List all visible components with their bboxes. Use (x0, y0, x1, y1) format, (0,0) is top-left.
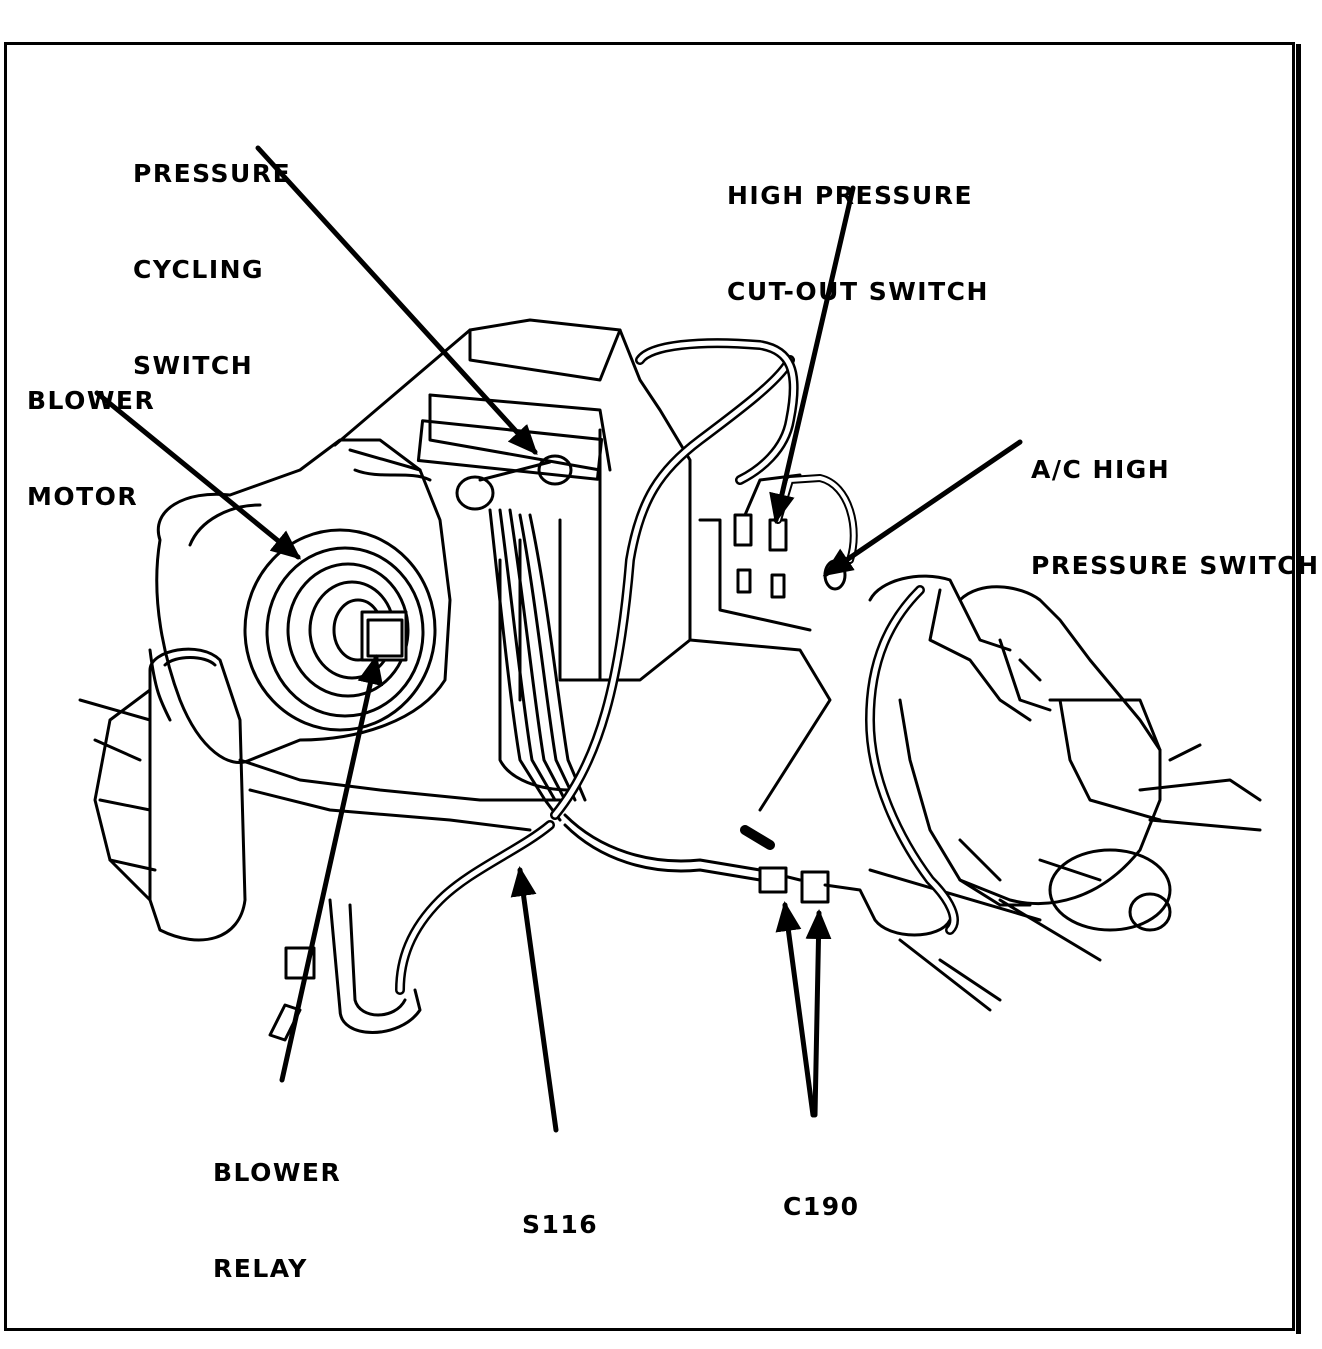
label-pressure-cycling-switch: PRESSURE CYCLING SWITCH (133, 94, 291, 446)
label-line: MOTOR (27, 482, 139, 511)
engine-pulley (1048, 848, 1172, 932)
blower-motor-outer-ring (243, 528, 437, 732)
c190-connector-left (758, 866, 788, 894)
arrow-c190-left (775, 901, 816, 1118)
fitting-left (455, 475, 495, 511)
leader-arrows (94, 145, 1023, 1133)
reservoir (148, 647, 247, 942)
arrow-s116 (510, 866, 559, 1133)
label-line: HIGH PRESSURE (727, 181, 974, 210)
label-line: S116 (522, 1210, 599, 1239)
arrow-ac-high-pressure-switch (822, 439, 1023, 577)
pressure-cycling-switch-body (537, 454, 573, 486)
label-line: PRESSURE (133, 159, 292, 188)
label-s116: S116 (522, 1145, 598, 1305)
arrow-high-pressure-cutout-switch (769, 185, 856, 524)
label-line: BLOWER (213, 1158, 342, 1187)
motor-terminal (366, 618, 404, 658)
blower-housing (155, 438, 452, 764)
label-line: BLOWER (27, 386, 156, 415)
arrow-c190-right (805, 909, 832, 1118)
engine-manifold (868, 574, 1162, 905)
label-high-pressure-cutout-switch: HIGH PRESSURE CUT-OUT SWITCH (727, 116, 989, 372)
high-pressure-cutout-switch-b (768, 518, 788, 552)
label-blower-relay: BLOWER RELAY (213, 1093, 341, 1349)
label-line: CYCLING (133, 255, 265, 284)
label-c190: C190 (783, 1127, 860, 1287)
frame-shadow (1296, 44, 1301, 1334)
high-pressure-cutout-switch-a (733, 513, 753, 547)
label-line: C190 (783, 1192, 860, 1221)
label-line: RELAY (213, 1254, 308, 1283)
arrow-blower-motor (94, 390, 302, 560)
label-blower-motor: BLOWER MOTOR (27, 321, 155, 577)
c190-connector-right (800, 870, 830, 904)
label-ac-high-pressure-switch: A/C HIGH PRESSURE SWITCH (1031, 390, 1320, 646)
arrow-pressure-cycling-switch (255, 145, 538, 455)
harness-trunk (488, 508, 562, 822)
diagram-frame (4, 42, 1295, 1331)
evaporator-case (333, 318, 692, 682)
label-line: CUT-OUT SWITCH (727, 277, 989, 306)
label-line: SWITCH (133, 351, 254, 380)
label-line: PRESSURE SWITCH (1031, 551, 1320, 580)
label-line: A/C HIGH (1031, 455, 1171, 484)
arrow-blower-relay (279, 654, 384, 1083)
blower-relay-body (284, 946, 316, 980)
hvac-module-drawing (78, 318, 1262, 1042)
